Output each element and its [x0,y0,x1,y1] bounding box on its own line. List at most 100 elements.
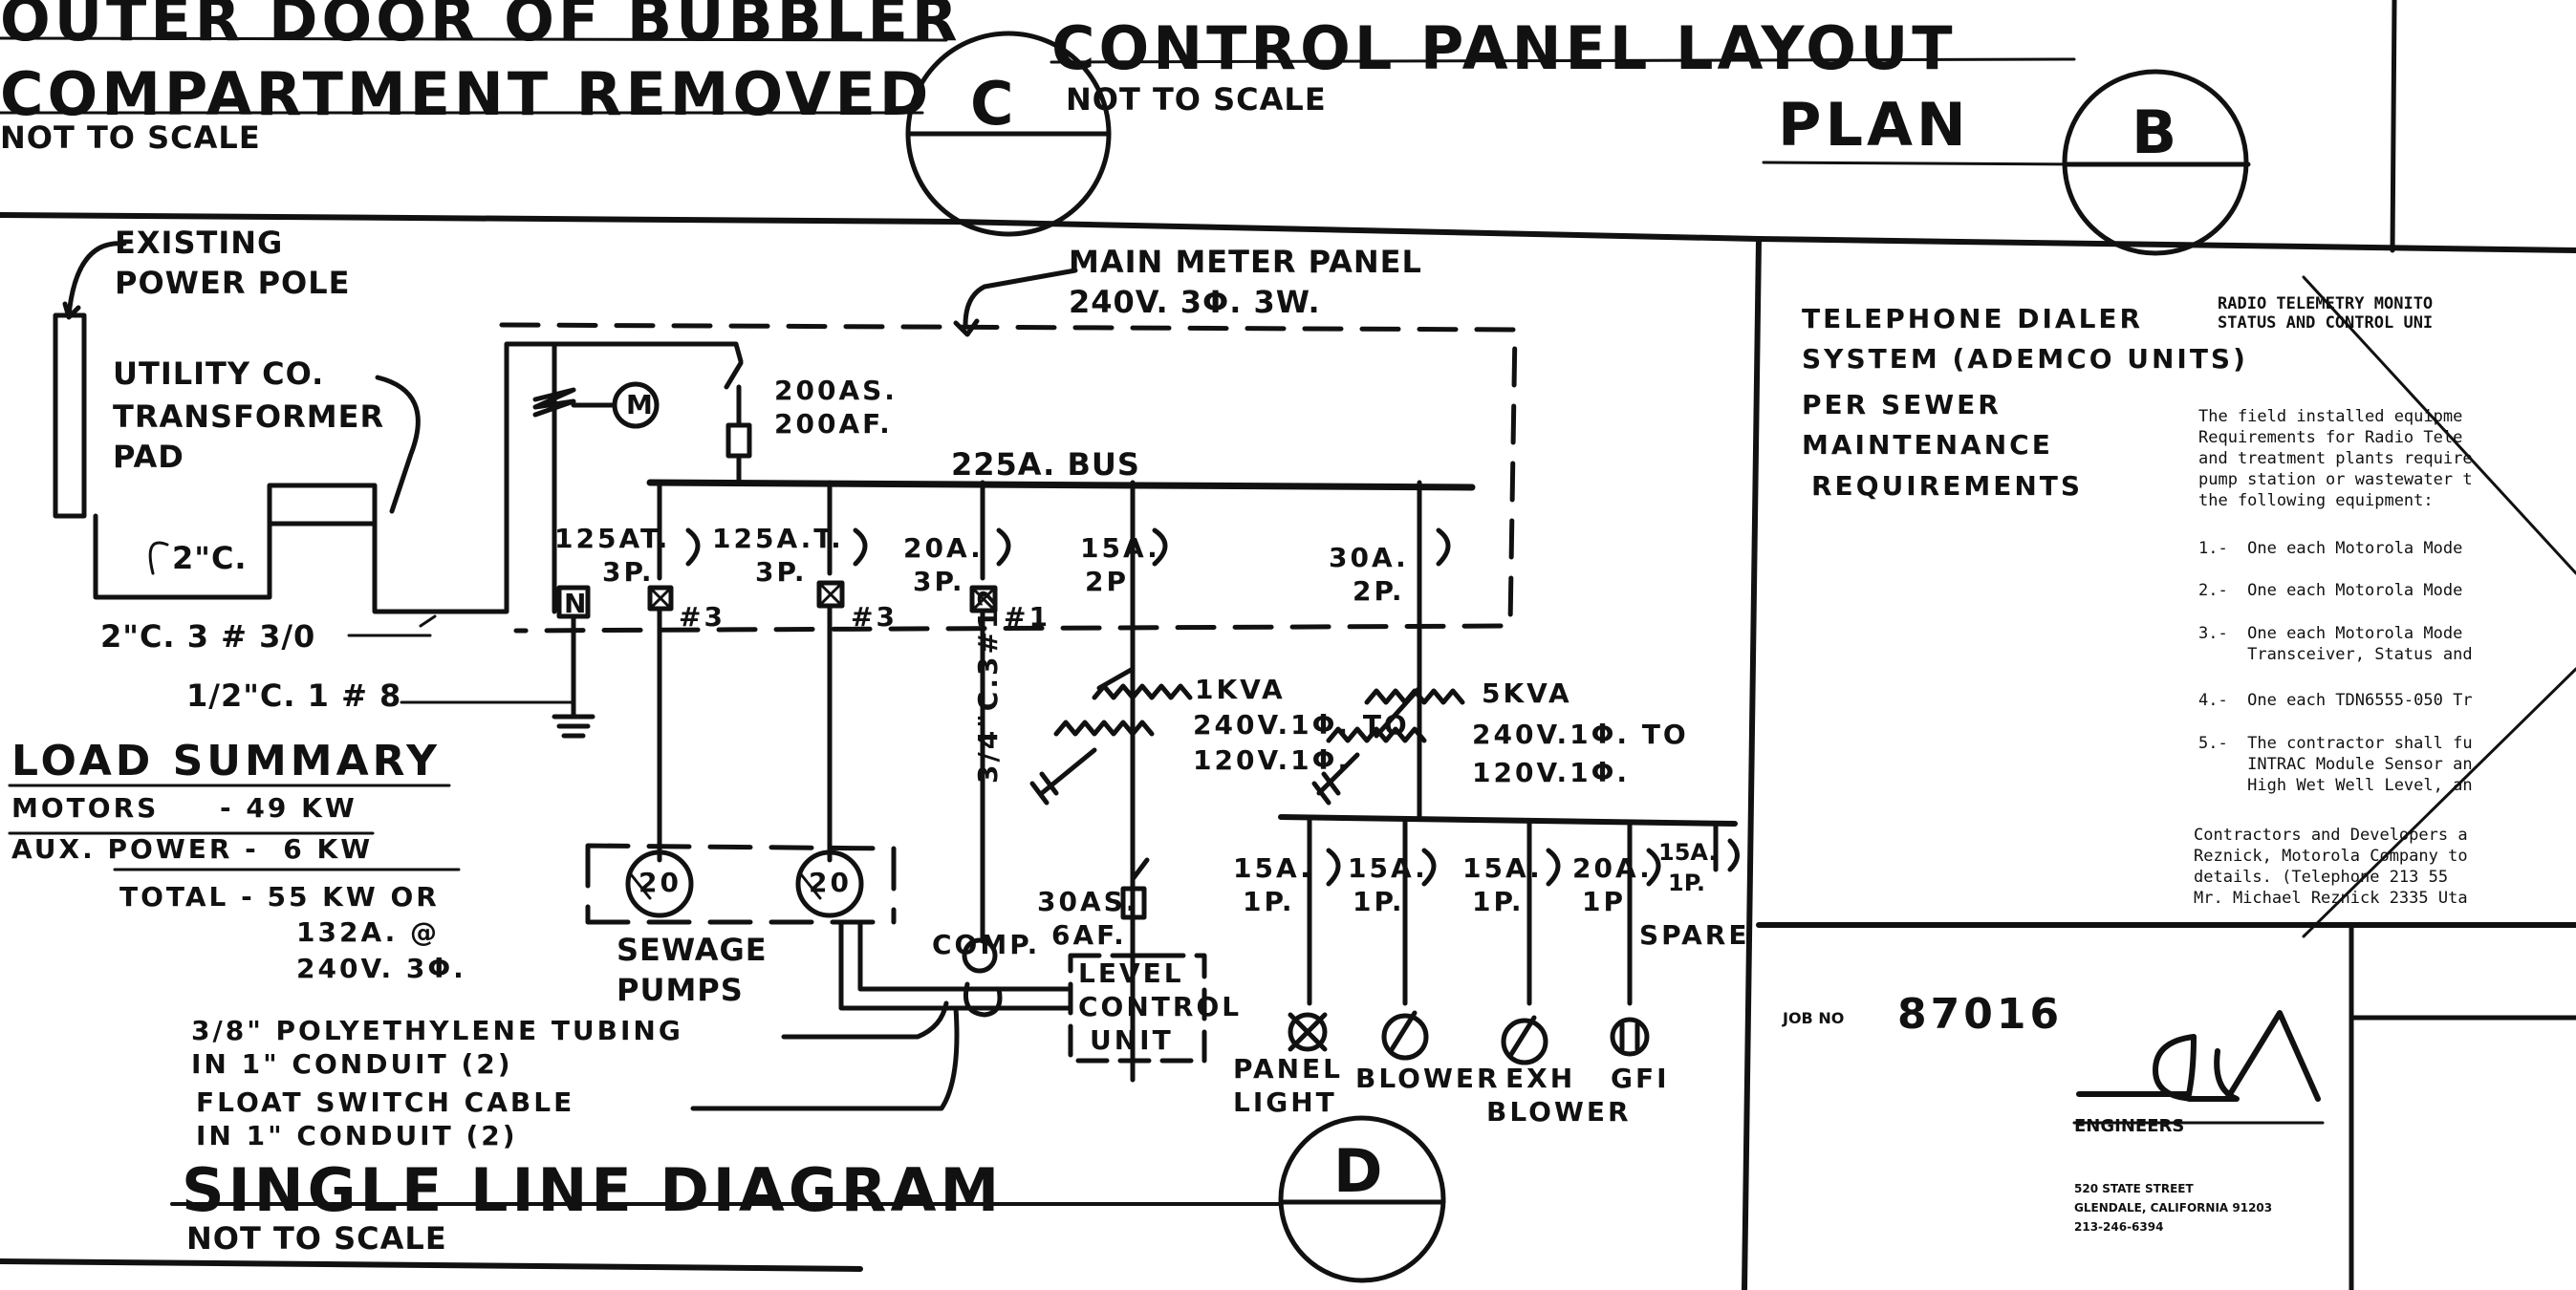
sub-branch-1-rating: 15A. [1233,852,1313,884]
section-b-scale: NOT TO SCALE [1066,81,1327,118]
marker-b [2062,69,2251,256]
telemetry-item-3a: 3.- One each Motorola Mode [2198,624,2463,643]
transformer-label-3: PAD [113,439,184,475]
section-b-subtitle: PLAN [1778,90,1970,160]
dialer-label-5: REQUIREMENTS [1811,470,2084,502]
branch-2-rating: 125A.T. [712,523,844,554]
xfmr-2-secondary: 120V.1Φ. [1472,757,1631,788]
telemetry-item-1: 1.- One each Motorola Mode [2198,539,2463,558]
bus-label: 225A. BUS [951,446,1140,483]
blower-symbol [1381,1010,1429,1061]
meter-panel-label-1: MAIN METER PANEL [1069,244,1422,280]
meter-label: M [626,389,656,420]
neutral-label: N [564,588,590,619]
sub-branch-5-poles: 1P. [1668,870,1705,896]
marker-c [905,31,1112,237]
blower-label: BLOWER [1355,1063,1501,1094]
sewage-pumps-label-1: SEWAGE [617,932,768,968]
panel-light-label-1: PANEL [1233,1053,1344,1085]
conduit-main-label: 2"C. 3 # 3/0 [100,618,316,655]
xfmr-1-secondary: 120V.1Φ. [1193,744,1352,776]
branch-2-starter: #3 [851,601,898,633]
branch-1-rating: 125AT. [554,523,671,554]
power-pole-label-1: EXISTING [115,225,284,261]
tubing-label-2: IN 1" CONDUIT (2) [191,1048,513,1080]
load-summary-total-2: 132A. @ [296,916,441,948]
telemetry-para-1: The field installed equipme [2198,407,2463,426]
power-pole [53,312,87,519]
telemetry-para-3: and treatment plants require [2198,449,2473,468]
load-summary-total-3: 240V. 3Φ. [296,953,466,984]
panel-light-symbol [1288,1012,1328,1052]
section-c-marker: C [970,69,1018,139]
pump-1-hp: 20 [639,867,682,898]
sub-branch-3-poles: 1P. [1472,886,1525,917]
frame-line-divider [1742,236,1762,1290]
sub-bus [1278,814,1738,827]
xfmr-2-rating: 5KVA [1482,677,1572,709]
branch-3-starter: #1 [1004,601,1050,633]
telemetry-contact-2: Reznick, Motorola Company to [2194,847,2468,866]
branch-3-poles: 3P. [913,566,965,597]
company-phone: 213-246-6394 [2074,1220,2164,1234]
marker-d [1278,1115,1446,1283]
telemetry-contact-4: Mr. Michael Reznick 2335 Uta [2194,889,2468,908]
gfi-label: GFI [1611,1063,1670,1094]
float-label-2: IN 1" CONDUIT (2) [196,1120,518,1151]
exh-blower-symbol [1501,1015,1548,1065]
frame-line-top [0,212,2576,253]
sub-branch-4-rating: 20A. [1572,852,1653,884]
frame-line-right-top [2390,0,2397,253]
job-number: 87016 [1897,990,2064,1039]
level-control-label-1: LEVEL [1078,957,1184,989]
telemetry-item-4: 4.- One each TDN6555-050 Tr [2198,691,2473,710]
level-control-label-2: CONTROL [1078,991,1243,1022]
load-summary-aux: AUX. POWER - 6 KW [11,833,374,865]
jca-logo [2076,1010,2321,1102]
branch-4-rating: 15A. [1080,532,1160,564]
disconnect-label-2: 6AF. [1051,919,1127,951]
telemetry-para-2: Requirements for Radio Tele [2198,428,2463,447]
comp-label: COMP. [932,929,1041,960]
single-line-title-part1: SINGLE LINE DIAGRAM [182,1155,1004,1225]
compressor-symbol [962,937,998,974]
xfmr-1-rating: 1KVA [1195,674,1286,705]
telemetry-item-5a: 5.- The contractor shall fu [2198,734,2473,753]
telemetry-item-5c: High Wet Well Level, an [2198,776,2473,795]
pump-2-symbol [795,849,864,918]
branch-2-poles: 3P. [755,556,808,588]
telemetry-contact-1: Contractors and Developers a [2194,826,2468,845]
branch-5-rating: 30A. [1329,542,1409,573]
section-c-title-line2: COMPARTMENT REMOVED [0,59,933,129]
company-name: ENGINEERS [2074,1116,2185,1136]
sub-branch-1-poles: 1P. [1243,886,1295,917]
xfmr-2-primary: 240V.1Φ. TO [1472,719,1689,750]
telemetry-item-3b: Transceiver, Status and [2198,645,2473,664]
meter-panel-label-2: 240V. 3Φ. 3W. [1069,284,1321,320]
telemetry-item-5b: INTRAC Module Sensor an [2198,755,2473,774]
dialer-label-4: MAINTENANCE [1802,429,2053,461]
meter-panel-enclosure [499,322,1518,634]
float-label-1: FLOAT SWITCH CABLE [196,1086,575,1118]
single-line-scale: NOT TO SCALE [186,1220,447,1257]
sub-branch-5-rating: 15A. [1658,839,1718,866]
section-b-marker: B [2132,97,2181,167]
sub-branch-3-rating: 15A. [1462,852,1543,884]
frame-line-bottom [0,1258,863,1272]
sub-branch-2-poles: 1P. [1353,886,1405,917]
sewage-pumps-label-2: PUMPS [617,972,744,1008]
exh-blower-label-2: BLOWER [1486,1096,1632,1128]
gfi-symbol [1610,1017,1650,1057]
bus-bar [646,479,1476,491]
tubing-label-1: 3/8" POLYETHYLENE TUBING [191,1015,683,1046]
conduit-2c-label: 2"C. [172,540,248,576]
section-c-scale: NOT TO SCALE [0,119,261,156]
pump-2-hp: 20 [809,867,852,898]
main-fuse [725,422,752,459]
section-b-title: CONTROL PANEL LAYOUT [1051,13,1957,83]
telemetry-para-5: the following equipment: [2198,491,2434,510]
comp-conduit-label: 3/4"C.3#12 [972,586,1004,784]
branch-5-poles: 2P. [1353,575,1405,607]
pump-1-symbol [625,849,694,918]
